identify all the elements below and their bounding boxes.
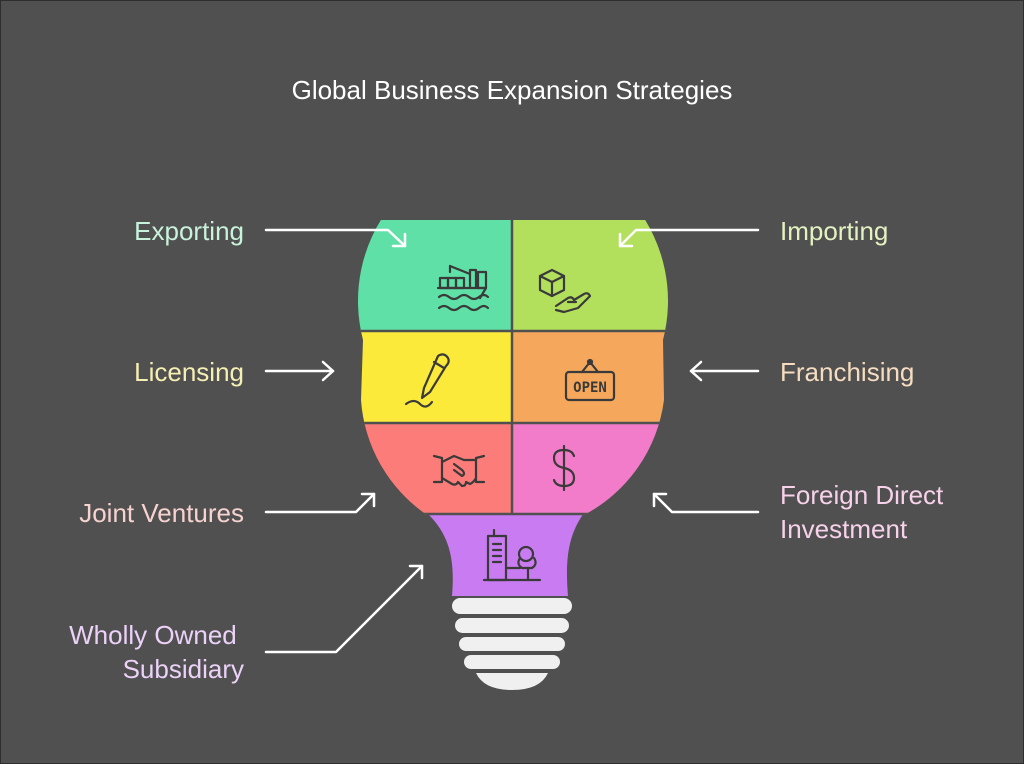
segment-wholly-owned-subsidiary bbox=[400, 514, 620, 596]
diagram-title: Global Business Expansion Strategies bbox=[292, 75, 733, 105]
segment-foreign-direct-investment bbox=[512, 423, 669, 514]
arrow-franchising bbox=[689, 360, 760, 382]
label-licensing: Licensing bbox=[134, 357, 244, 387]
label-wholly-owned-subsidiary: Wholly Owned Subsidiary bbox=[69, 620, 244, 684]
label-wholly-owned-subsidiary-line1: Wholly Owned bbox=[69, 620, 237, 650]
segment-importing bbox=[512, 220, 669, 331]
bulb-body bbox=[357, 220, 669, 596]
building-with-tree-icon bbox=[482, 528, 542, 582]
cargo-ship-crane-icon bbox=[436, 264, 490, 312]
box-in-hand-icon bbox=[538, 268, 592, 314]
label-foreign-direct-investment-line2: Investment bbox=[780, 514, 908, 544]
segment-franchising bbox=[512, 331, 669, 423]
label-importing: Importing bbox=[780, 216, 888, 246]
handshake-icon bbox=[432, 454, 486, 488]
label-foreign-direct-investment: Foreign Direct Investment bbox=[780, 480, 951, 544]
arrow-exporting bbox=[264, 228, 407, 248]
label-joint-ventures: Joint Ventures bbox=[79, 498, 244, 528]
arrow-importing bbox=[618, 228, 760, 248]
arrow-joint-ventures bbox=[264, 492, 376, 514]
bulb-base bbox=[452, 598, 572, 690]
segment-licensing bbox=[357, 331, 512, 423]
label-franchising: Franchising bbox=[780, 357, 914, 387]
open-sign-icon: OPEN bbox=[564, 358, 616, 402]
label-wholly-owned-subsidiary-line2: Subsidiary bbox=[123, 654, 244, 684]
segment-joint-ventures bbox=[357, 423, 512, 514]
svg-text:OPEN: OPEN bbox=[573, 380, 607, 396]
label-foreign-direct-investment-line1: Foreign Direct bbox=[780, 480, 944, 510]
dollar-sign-icon bbox=[552, 444, 576, 492]
arrow-wholly-owned-subsidiary bbox=[264, 564, 424, 654]
pen-signature-icon bbox=[404, 353, 450, 408]
arrow-foreign-direct-investment bbox=[652, 492, 760, 514]
label-exporting: Exporting bbox=[134, 216, 244, 246]
arrow-licensing bbox=[264, 360, 335, 382]
